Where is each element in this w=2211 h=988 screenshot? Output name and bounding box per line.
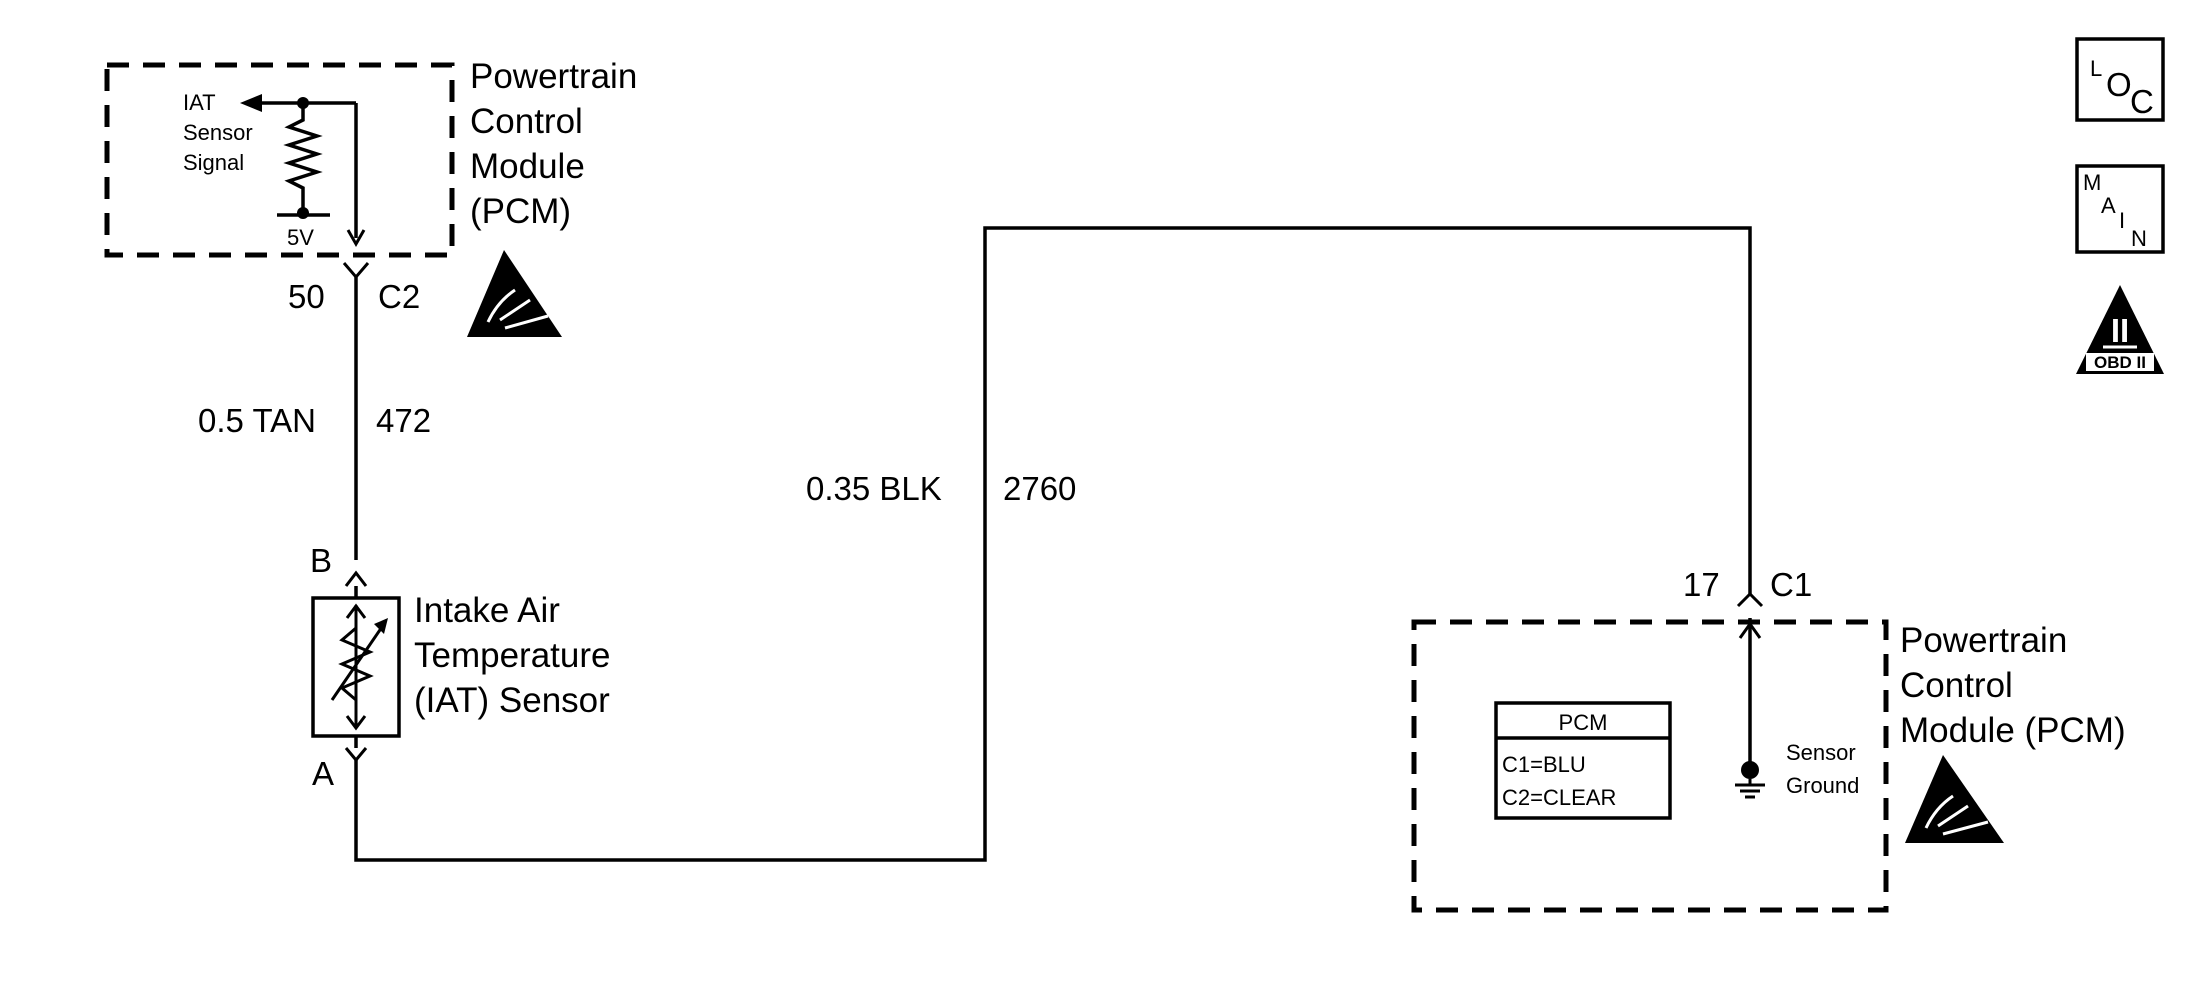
main-icon: M A I N xyxy=(2075,164,2165,254)
pcm-top-dashed-outline xyxy=(104,62,455,258)
connector-chevron-icon xyxy=(344,747,368,763)
esd-warning-icon xyxy=(1905,755,2004,843)
iat-sensor-name-1: Intake Air xyxy=(414,591,560,630)
obd-ii-icon: II OBD II xyxy=(2076,285,2164,374)
wire-472-circuit-number: 472 xyxy=(376,402,431,439)
connector-chevron-icon xyxy=(1736,591,1764,608)
main-letter-n: N xyxy=(2131,226,2147,251)
legend-header: PCM xyxy=(1559,710,1608,735)
pcm-top-title-2: Control xyxy=(470,102,583,141)
legend-c2: C2=CLEAR xyxy=(1502,785,1616,810)
main-letter-i: I xyxy=(2119,208,2125,233)
obd-numeral: II xyxy=(2111,312,2129,349)
connector-id-c2: C2 xyxy=(378,278,420,315)
loc-letter-l: L xyxy=(2090,56,2102,81)
main-letter-a: A xyxy=(2101,193,2116,218)
obd-label: OBD II xyxy=(2094,353,2146,372)
sensor-ground-label-1: Sensor xyxy=(1786,740,1856,765)
iat-signal-label-1: IAT xyxy=(183,90,216,115)
wire-2760-gauge-color: 0.35 BLK xyxy=(806,470,942,507)
pcm-bottom-title-3: Module (PCM) xyxy=(1900,711,2126,750)
ground-node-dot xyxy=(1741,761,1759,779)
pcm-top-title-4: (PCM) xyxy=(470,192,571,231)
legend-c1: C1=BLU xyxy=(1502,752,1586,777)
connector-id-c1: C1 xyxy=(1770,566,1812,603)
loc-letter-c: C xyxy=(2130,83,2154,120)
pcm-bottom-dashed-outline xyxy=(1411,619,1889,913)
pin-number-50: 50 xyxy=(288,278,325,315)
connector-chevron-icon xyxy=(344,570,368,587)
pcm-bottom-title-2: Control xyxy=(1900,666,2013,705)
esd-warning-icon xyxy=(467,250,562,337)
thermistor-icon xyxy=(330,603,388,731)
main-letter-m: M xyxy=(2083,170,2101,195)
loc-letter-o: O xyxy=(2106,66,2132,103)
pcm-top-module: Powertrain Control Module (PCM) IAT Sens… xyxy=(104,57,637,337)
wire-2760: 0.35 BLK 2760 xyxy=(354,226,1752,862)
resistor-zigzag-icon xyxy=(283,103,323,213)
voltage-label: 5V xyxy=(287,225,314,250)
iat-sensor-name-3: (IAT) Sensor xyxy=(414,681,610,720)
sensor-ground-label-2: Ground xyxy=(1786,773,1859,798)
signal-arrow-icon xyxy=(240,94,262,112)
connector-c2: 50 C2 xyxy=(288,262,420,315)
wire-2760-circuit-number: 2760 xyxy=(1003,470,1076,507)
pcm-bottom-title-1: Powertrain xyxy=(1900,621,2067,660)
sensor-ground-circuit: Sensor Ground xyxy=(1735,618,1859,799)
pcm-connector-legend: PCM C1=BLU C2=CLEAR xyxy=(1494,701,1672,820)
iat-sensor: B A Intake Air Temperature (IAT) Sensor xyxy=(310,542,610,792)
junction-dot xyxy=(297,207,309,219)
pcm-top-title-1: Powertrain xyxy=(470,57,637,96)
arrow-up-icon xyxy=(1738,621,1762,639)
arrow-down-icon xyxy=(346,229,366,248)
pcm-bottom-module: 17 C1 Powertrain Control Module (PCM) Se… xyxy=(1411,566,2126,913)
iat-signal-label-2: Sensor xyxy=(183,120,253,145)
iat-signal-label-3: Signal xyxy=(183,150,244,175)
pull-up-resistor-circuit: 5V xyxy=(240,94,366,250)
wire-472-gauge-color: 0.5 TAN xyxy=(198,402,316,439)
loc-icon: L O C xyxy=(2075,37,2165,122)
connector-c1: 17 C1 xyxy=(1683,566,1812,608)
pin-number-17: 17 xyxy=(1683,566,1720,603)
pcm-top-title-3: Module xyxy=(470,147,585,186)
iat-pin-b: B xyxy=(310,542,332,579)
connector-chevron-icon xyxy=(342,262,370,280)
iat-pin-a: A xyxy=(312,755,334,792)
wire-472: 0.5 TAN 472 xyxy=(198,277,431,560)
iat-sensor-name-2: Temperature xyxy=(414,636,610,675)
